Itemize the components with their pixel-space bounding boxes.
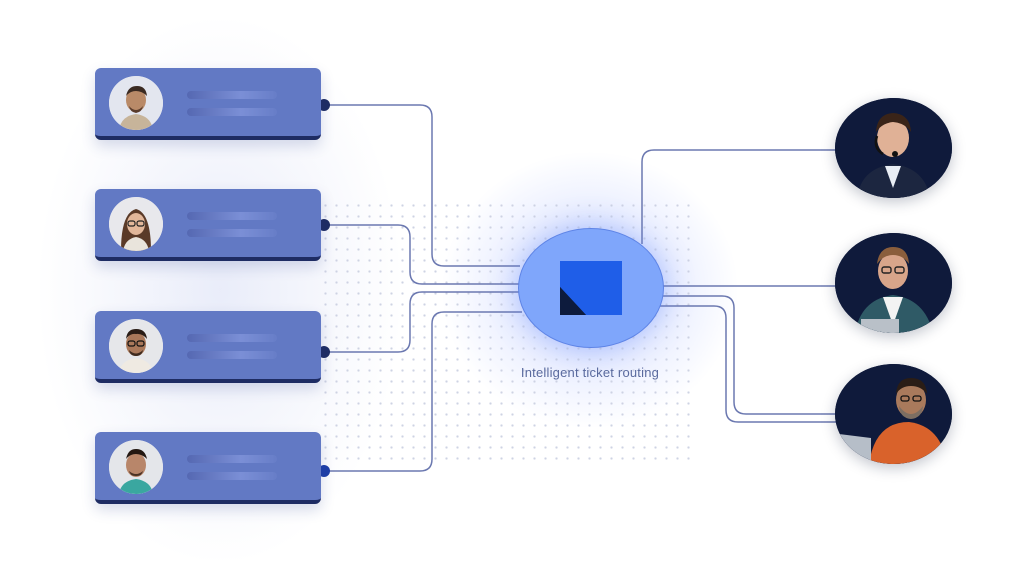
card-line-placeholder xyxy=(187,334,277,342)
connector-customer-2 xyxy=(324,224,520,285)
support-agent-headset-icon xyxy=(835,98,952,198)
agent-avatar-3[interactable] xyxy=(835,364,952,464)
connector-dot-2 xyxy=(318,219,330,231)
connector-customer-4 xyxy=(324,311,522,472)
connector-agent-1 xyxy=(641,149,836,244)
card-line-placeholder xyxy=(187,351,277,359)
customer-card-1[interactable] xyxy=(95,68,321,140)
connector-agent-3b xyxy=(656,305,836,423)
card-line-placeholder xyxy=(187,91,277,99)
connector-customer-1 xyxy=(324,104,520,267)
routing-hub[interactable] xyxy=(518,228,664,348)
customer-avatar-icon xyxy=(109,197,163,251)
card-line-placeholder xyxy=(187,212,277,220)
hub-label: Intelligent ticket routing xyxy=(520,365,660,380)
connector-dot-4 xyxy=(318,465,330,477)
card-line-placeholder xyxy=(187,229,277,237)
customer-avatar-icon xyxy=(109,76,163,130)
routing-logo-icon xyxy=(560,261,622,315)
customer-card-4[interactable] xyxy=(95,432,321,504)
support-agent-laptop-icon xyxy=(835,364,952,464)
card-line-placeholder xyxy=(187,108,277,116)
customer-card-3[interactable] xyxy=(95,311,321,383)
card-line-placeholder xyxy=(187,472,277,480)
support-agent-laptop-icon xyxy=(835,233,952,333)
customer-avatar-icon xyxy=(109,440,163,494)
customer-card-2[interactable] xyxy=(95,189,321,261)
agent-avatar-2[interactable] xyxy=(835,233,952,333)
connector-agent-3a xyxy=(660,295,836,415)
connector-dot-3 xyxy=(318,346,330,358)
connector-customer-3 xyxy=(324,291,520,353)
customer-avatar-icon xyxy=(109,319,163,373)
agent-avatar-1[interactable] xyxy=(835,98,952,198)
card-line-placeholder xyxy=(187,455,277,463)
connector-dot-1 xyxy=(318,99,330,111)
